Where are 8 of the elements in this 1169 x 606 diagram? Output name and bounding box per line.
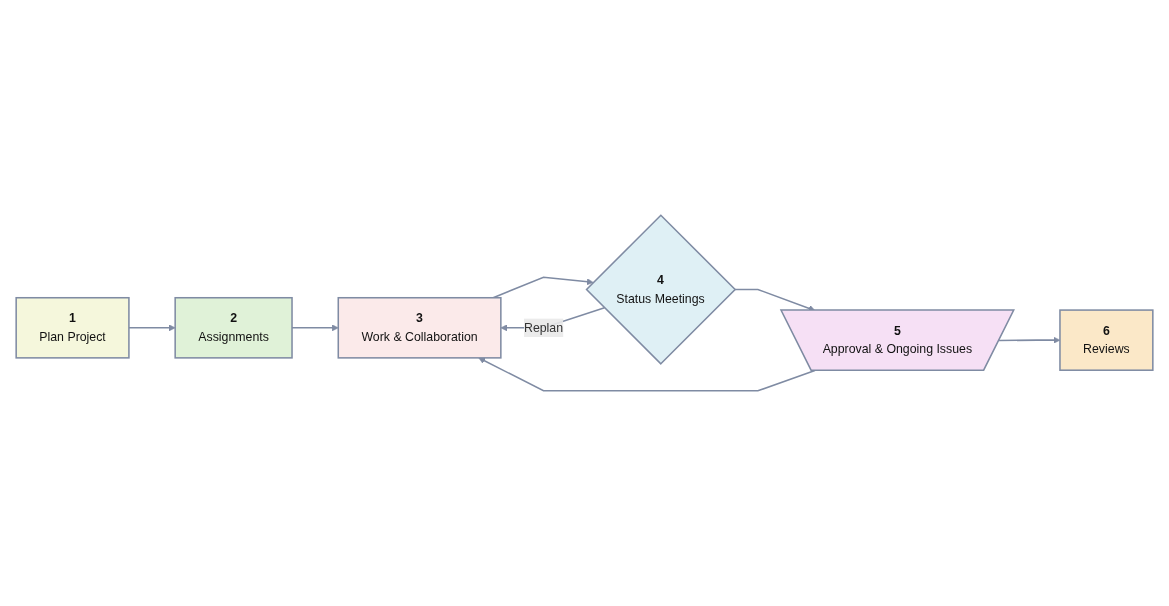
edge-label: Replan bbox=[523, 320, 564, 334]
node-diamond: 4 Status Meetings bbox=[585, 214, 737, 365]
node-box: 1 Plan Project bbox=[15, 297, 130, 359]
arrow bbox=[492, 276, 594, 299]
node-box: 2 Assignments bbox=[174, 297, 293, 359]
node-box: 6 Reviews bbox=[1059, 309, 1154, 371]
arrow bbox=[128, 324, 176, 332]
node-box: 3 Work & Collaboration bbox=[337, 297, 502, 359]
